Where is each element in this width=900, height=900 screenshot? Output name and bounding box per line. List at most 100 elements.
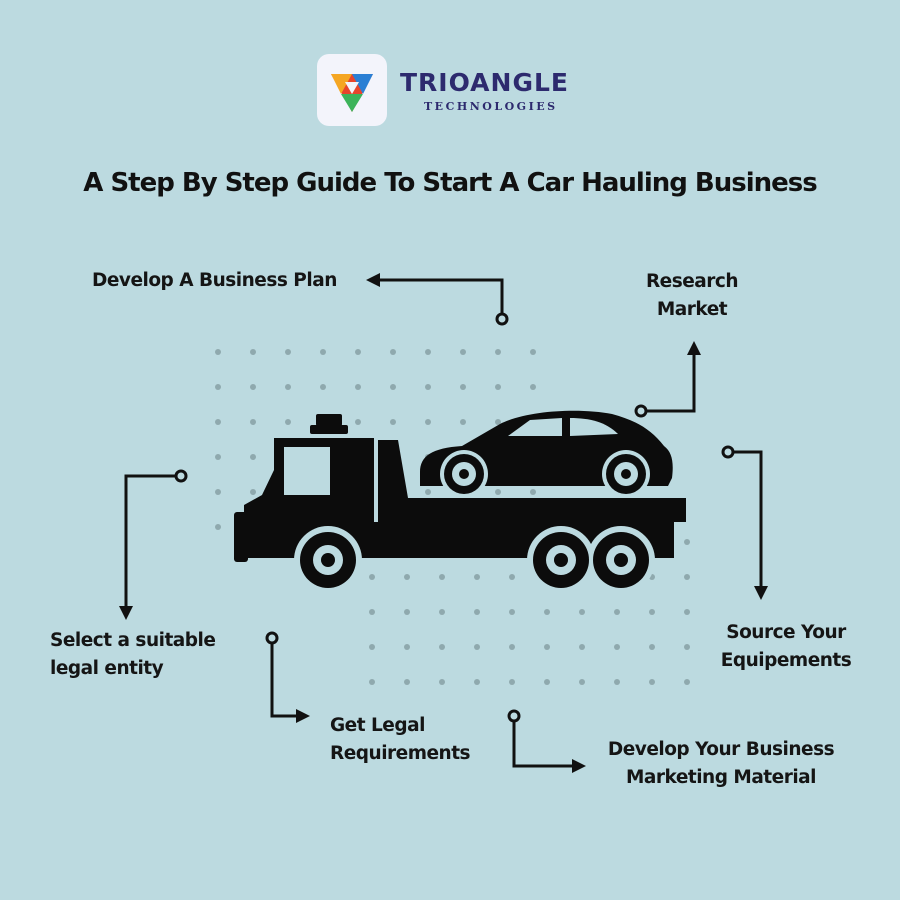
grid-dot	[285, 384, 291, 390]
grid-dot	[530, 489, 536, 495]
grid-dot	[579, 679, 585, 685]
grid-dot	[250, 349, 256, 355]
grid-dot	[369, 609, 375, 615]
grid-dot	[649, 644, 655, 650]
arrow-legal-entity	[124, 474, 176, 608]
arrow-business-plan	[380, 278, 504, 314]
grid-dot	[369, 574, 375, 580]
arrowhead-business-plan	[366, 273, 380, 287]
grid-dot	[355, 419, 361, 425]
step-research-market-line1: Research	[645, 271, 739, 292]
grid-dot	[215, 384, 221, 390]
grid-dot	[439, 574, 445, 580]
node-legal-requirements	[265, 631, 279, 645]
step-legal-requirements: Get Legal Requirements	[330, 712, 471, 768]
brand-subtitle: TECHNOLOGIES	[424, 100, 558, 113]
step-research-market: Research Market	[622, 268, 762, 324]
arrowhead-legal-requirements	[296, 709, 310, 723]
node-legal-entity	[174, 469, 188, 483]
arrowhead-source-equipment	[754, 586, 768, 600]
grid-dot	[544, 679, 550, 685]
grid-dot	[285, 349, 291, 355]
step-marketing-material: Develop Your Business Marketing Material	[596, 736, 846, 792]
arrow-legal-requirements	[270, 644, 298, 718]
grid-dot	[495, 489, 501, 495]
grid-dot	[495, 384, 501, 390]
grid-dot	[460, 349, 466, 355]
grid-dot	[390, 419, 396, 425]
grid-dot	[509, 679, 515, 685]
grid-dot	[215, 454, 221, 460]
step-legal-requirements-line2: Requirements	[330, 743, 471, 764]
grid-dot	[250, 454, 256, 460]
grid-dot	[439, 609, 445, 615]
tow-truck-icon	[234, 414, 686, 594]
grid-dot	[579, 609, 585, 615]
grid-dot	[495, 419, 501, 425]
grid-dot	[404, 609, 410, 615]
arrowhead-legal-entity	[119, 606, 133, 620]
grid-dot	[544, 644, 550, 650]
node-source-equipment	[721, 445, 735, 459]
grid-dot	[320, 349, 326, 355]
grid-dot	[285, 419, 291, 425]
grid-dot	[474, 609, 480, 615]
grid-dot	[404, 644, 410, 650]
grid-dot	[439, 644, 445, 650]
car-icon	[420, 410, 673, 498]
node-business-plan	[495, 312, 509, 326]
grid-dot	[649, 609, 655, 615]
node-marketing-material	[507, 709, 521, 723]
arrow-source-equipment	[733, 450, 763, 588]
grid-dot	[530, 384, 536, 390]
grid-dot	[684, 539, 690, 545]
step-research-market-line2: Market	[656, 299, 728, 320]
grid-dot	[355, 349, 361, 355]
step-legal-entity-line1: Select a suitable	[50, 630, 216, 651]
grid-dot	[684, 574, 690, 580]
grid-dot	[404, 679, 410, 685]
step-legal-requirements-line1: Get Legal	[330, 715, 425, 736]
step-marketing-material-line1: Develop Your Business	[607, 739, 835, 760]
grid-dot	[404, 574, 410, 580]
step-source-equipment-line1: Source Your	[726, 622, 846, 643]
grid-dot	[509, 644, 515, 650]
grid-dot	[684, 679, 690, 685]
grid-dot	[320, 384, 326, 390]
grid-dot	[474, 574, 480, 580]
grid-dot	[530, 349, 536, 355]
grid-dot	[474, 644, 480, 650]
step-legal-entity-line2: legal entity	[50, 658, 164, 679]
arrowhead-research-market	[687, 341, 701, 355]
logo	[317, 54, 387, 126]
grid-dot	[390, 384, 396, 390]
grid-dot	[250, 419, 256, 425]
grid-dot	[369, 644, 375, 650]
node-research-market	[634, 404, 648, 418]
step-business-plan-label: Develop A Business Plan	[92, 270, 337, 291]
grid-dot	[614, 679, 620, 685]
arrowhead-marketing-material	[572, 759, 586, 773]
grid-dot	[439, 679, 445, 685]
grid-dot	[460, 384, 466, 390]
arrow-research-market	[647, 354, 696, 413]
grid-dot	[425, 349, 431, 355]
grid-dot	[369, 679, 375, 685]
step-marketing-material-line2: Marketing Material	[626, 767, 816, 788]
grid-dot	[215, 524, 221, 530]
grid-dot	[390, 349, 396, 355]
grid-dot	[425, 384, 431, 390]
page-title: A Step By Step Guide To Start A Car Haul…	[83, 168, 817, 198]
trioangle-logo-icon	[331, 74, 373, 112]
grid-dot	[614, 609, 620, 615]
step-source-equipment-line2: Equipements	[720, 650, 852, 671]
step-business-plan: Develop A Business Plan	[92, 267, 337, 295]
grid-dot	[460, 419, 466, 425]
grid-dot	[215, 349, 221, 355]
grid-dot	[544, 609, 550, 615]
grid-dot	[684, 644, 690, 650]
grid-dot	[579, 644, 585, 650]
arrow-marketing-material	[512, 722, 574, 768]
grid-dot	[250, 489, 256, 495]
